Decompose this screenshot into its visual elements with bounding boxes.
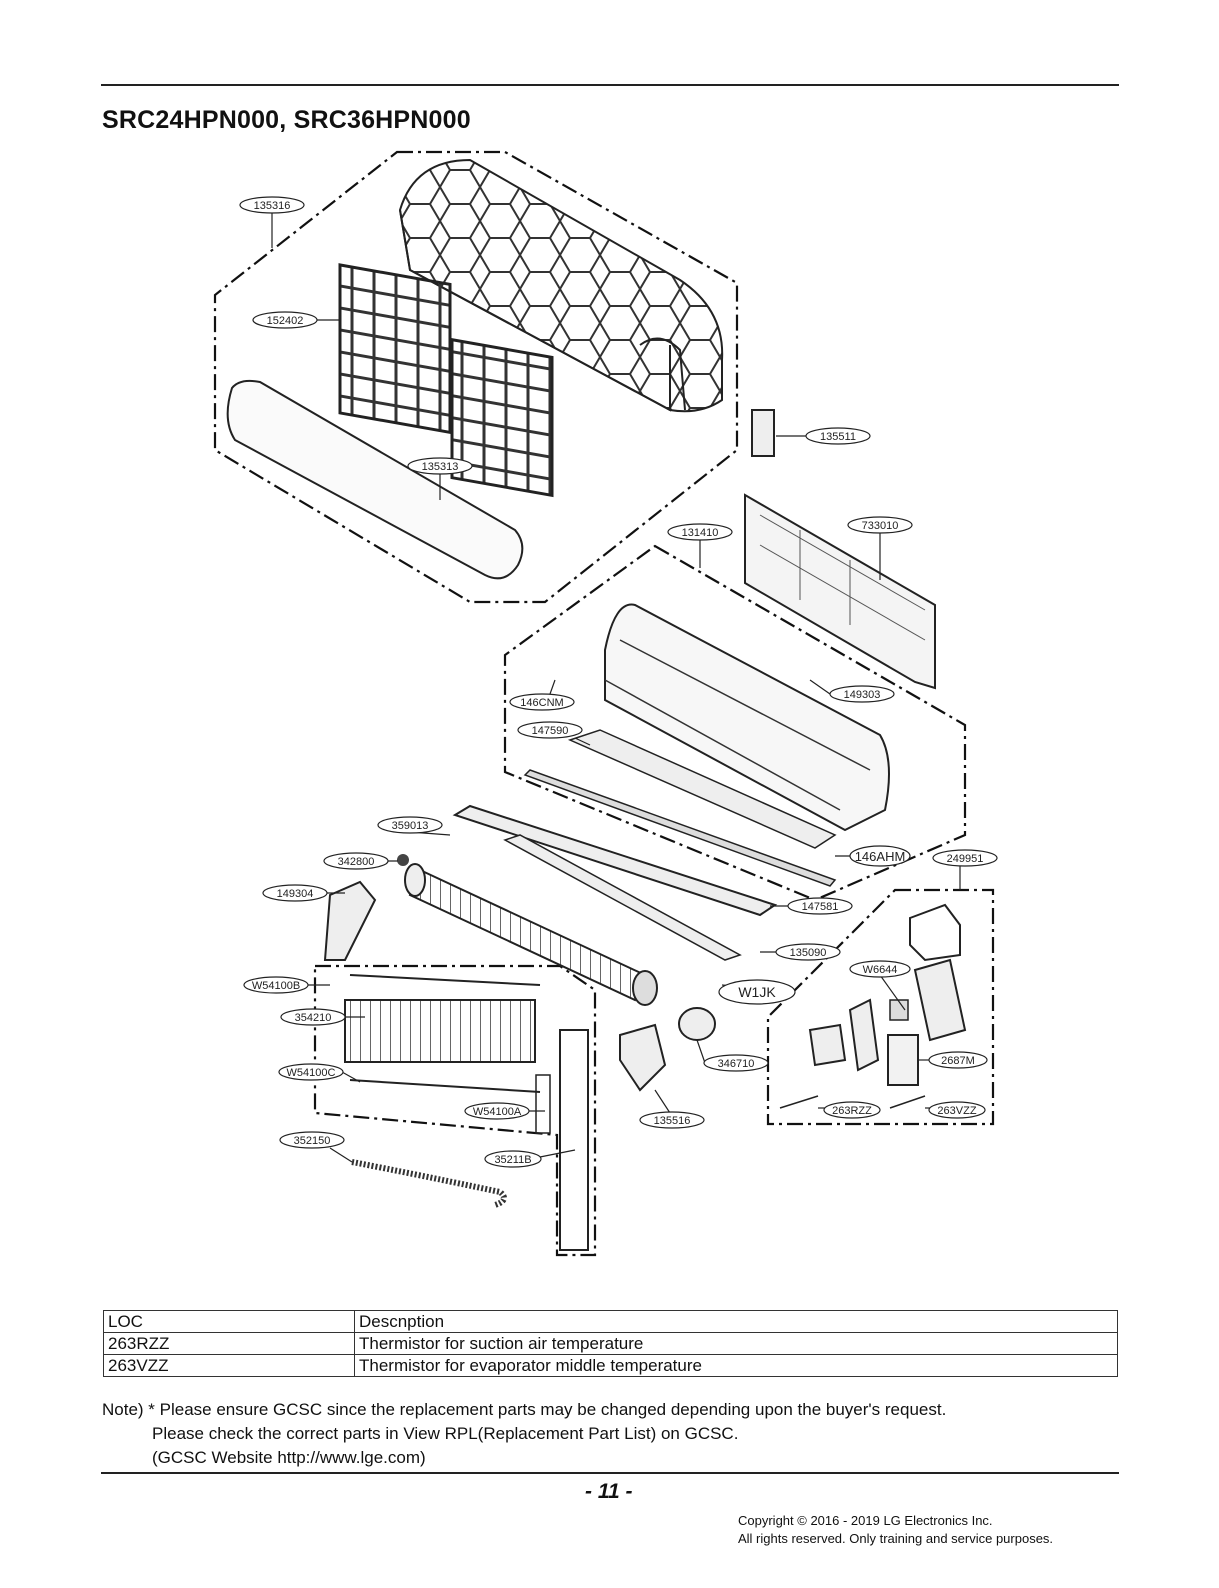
label-152402: 152402 (267, 315, 304, 327)
label-135511: 135511 (820, 431, 856, 443)
bottom-rule (101, 1472, 1119, 1474)
control-box-outline (766, 888, 995, 1126)
label-733010: 733010 (862, 520, 899, 532)
label-2687m: 2687M (941, 1055, 975, 1067)
motor-cover-drawing (619, 1023, 667, 1092)
drain-pan-drawing (452, 804, 778, 917)
label-w54100b: W54100B (252, 980, 300, 992)
label-149304: 149304 (277, 888, 314, 900)
label-249951: 249951 (947, 853, 984, 865)
copyright-line: All rights reserved. Only training and s… (738, 1531, 1054, 1546)
label-146ahm: 146AHM (855, 849, 906, 864)
table-header-row: LOC Descnption (103, 1310, 1118, 1333)
table-cell-description: Thermistor for suction air temperature (354, 1332, 1118, 1355)
label-35211b: 35211B (494, 1154, 531, 1166)
top-rule (101, 84, 1119, 86)
label-146cnm: 146CNM (520, 697, 563, 709)
label-147581: 147581 (802, 901, 839, 913)
pipe-cover-drawing (559, 1029, 589, 1251)
table-row: 263RZZ Thermistor for suction air temper… (103, 1332, 1118, 1355)
table-row: 263VZZ Thermistor for evaporator middle … (103, 1354, 1118, 1377)
label-135090: 135090 (790, 947, 827, 959)
front-group-outline (213, 150, 739, 604)
label-w6644: W6644 (863, 964, 898, 976)
label-135516: 135516 (654, 1115, 691, 1127)
label-346710: 346710 (718, 1058, 755, 1070)
display-pcb-drawing (751, 409, 775, 457)
vane-drawing (567, 729, 837, 849)
exploded-parts-diagram: 135316 152402 135313 135511 131410 73301… (213, 150, 998, 1257)
label-w1jk: W1JK (738, 984, 776, 1000)
label-342800: 342800 (338, 856, 375, 868)
label-147590: 147590 (532, 725, 569, 737)
label-352150: 352150 (294, 1135, 331, 1147)
chassis-drawing (604, 603, 890, 832)
label-w54100a: W54100A (473, 1106, 522, 1118)
discharge-grille-drawing (523, 769, 837, 887)
label-131410: 131410 (682, 527, 719, 539)
note-line: Please check the correct parts in View R… (152, 1424, 739, 1443)
label-135316: 135316 (254, 200, 291, 212)
note-line: Note) * Please ensure GCSC since the rep… (102, 1400, 947, 1419)
fan-motor-drawing (678, 1007, 716, 1041)
bearing-drawing (397, 854, 409, 866)
copyright: Copyright © 2016 - 2019 LG Electronics I… (738, 1512, 1053, 1548)
label-149303: 149303 (844, 689, 881, 701)
table-cell-description: Thermistor for evaporator middle tempera… (354, 1354, 1118, 1377)
note-line: (GCSC Website http://www.lge.com) (152, 1448, 426, 1467)
evaporator-drawing (344, 999, 536, 1063)
label-263vzz: 263VZZ (937, 1105, 976, 1117)
label-263rzz: 263RZZ (832, 1105, 872, 1117)
motor-holder-drawing (323, 880, 377, 961)
filter-right-drawing (450, 337, 554, 498)
table-header-loc: LOC (103, 1310, 355, 1333)
page-number: - 11 - (585, 1480, 633, 1503)
page-title: SRC24HPN000, SRC36HPN000 (102, 106, 471, 134)
front-panel-drawing (226, 379, 524, 580)
label-135313: 135313 (422, 461, 459, 473)
table-cell-loc: 263RZZ (103, 1332, 355, 1355)
note-block: Note) * Please ensure GCSC since the rep… (102, 1398, 946, 1470)
table-header-description: Descnption (354, 1310, 1118, 1333)
drain-hose-drawing (351, 1159, 507, 1208)
label-354210: 354210 (295, 1012, 332, 1024)
front-cover-drawing (398, 158, 724, 413)
label-359013: 359013 (392, 820, 429, 832)
evaporator-group-outline (313, 964, 597, 1257)
filter-left-drawing (338, 263, 452, 435)
loc-table: LOC Descnption 263RZZ Thermistor for suc… (103, 1310, 1118, 1377)
table-cell-loc: 263VZZ (103, 1354, 355, 1377)
copyright-line: Copyright © 2016 - 2019 LG Electronics I… (738, 1513, 993, 1528)
label-w54100c: W54100C (287, 1067, 336, 1079)
cross-flow-fan-drawing (404, 863, 658, 1006)
